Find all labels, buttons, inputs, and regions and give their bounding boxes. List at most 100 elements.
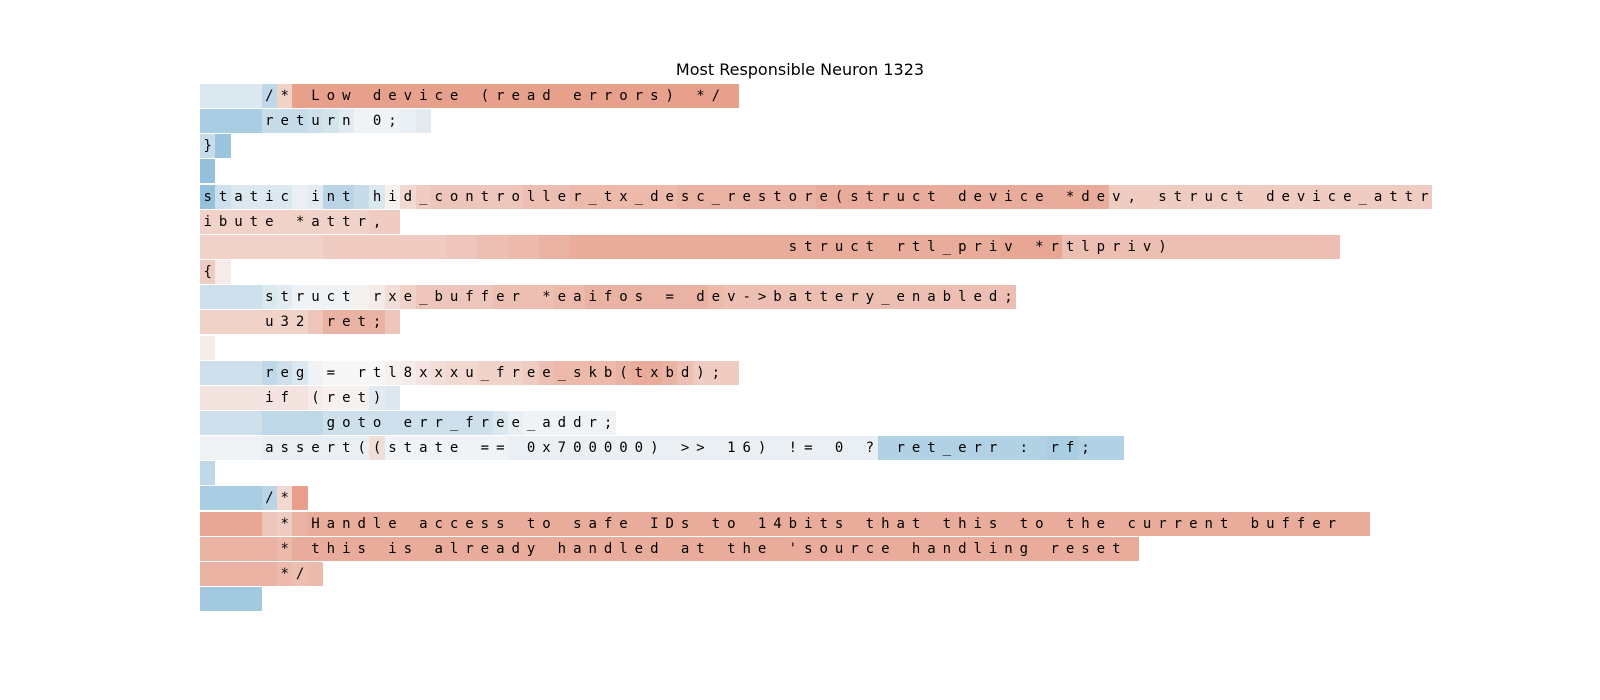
token-cell xyxy=(384,234,401,259)
token-cell: u xyxy=(446,285,462,310)
token-cell: o xyxy=(323,84,339,108)
token-cell: o xyxy=(1031,511,1047,536)
token-cell: o xyxy=(338,410,354,435)
token-cell: * xyxy=(277,561,293,586)
token-cell xyxy=(1185,234,1201,259)
token-cell xyxy=(692,511,709,536)
token-cell xyxy=(200,285,216,310)
token-cell: k xyxy=(585,360,601,385)
token-cell xyxy=(369,234,385,259)
token-cell xyxy=(292,536,308,561)
token-cell: d xyxy=(677,360,693,385)
token-cell: i xyxy=(338,536,354,561)
token-cell: e xyxy=(631,536,647,561)
token-cell: p xyxy=(954,234,970,259)
token-cell: s xyxy=(1154,184,1171,209)
token-cell: _ xyxy=(631,184,647,209)
token-cell: x xyxy=(446,360,462,385)
token-cell: e xyxy=(877,536,893,561)
token-cell xyxy=(1016,234,1032,259)
token-cell: s xyxy=(754,184,770,209)
token-cell: 6 xyxy=(739,436,755,461)
token-cell: d xyxy=(646,536,662,561)
token-cell: r xyxy=(492,184,508,209)
token-cell: u xyxy=(1201,184,1217,209)
token-cell: _ xyxy=(477,360,493,385)
token-cell: t xyxy=(277,285,293,310)
token-cell xyxy=(292,410,308,435)
token-cell xyxy=(246,561,262,586)
token-cell: s xyxy=(492,511,508,536)
token-cell xyxy=(338,360,354,385)
token-cell xyxy=(631,234,647,259)
token-cell xyxy=(461,84,478,108)
token-cell xyxy=(200,310,216,335)
token-cell: L xyxy=(307,84,324,108)
token-cell: a xyxy=(431,536,447,561)
token-cell: ; xyxy=(708,360,724,385)
token-cell xyxy=(554,234,570,259)
token-cell xyxy=(230,410,247,435)
token-cell: ) xyxy=(369,385,385,410)
token-cell xyxy=(523,234,539,259)
token-cell: t xyxy=(246,209,262,234)
token-cell: _ xyxy=(708,184,724,209)
token-cell: e xyxy=(662,184,678,209)
token-cell: t xyxy=(523,511,539,536)
token-cell xyxy=(307,234,324,259)
token-cell xyxy=(215,109,231,134)
token-cell xyxy=(1355,511,1371,536)
token-cell: i xyxy=(985,234,1001,259)
token-cell xyxy=(554,511,570,536)
token-cell xyxy=(277,410,293,435)
token-cell: s xyxy=(569,360,585,385)
token-cell: c xyxy=(323,285,339,310)
token-cell: ' xyxy=(785,536,801,561)
token-cell xyxy=(246,587,262,611)
token-cell xyxy=(261,536,277,561)
token-cell: f xyxy=(600,285,616,310)
token-cell xyxy=(384,209,401,234)
token-cell: a xyxy=(492,536,508,561)
token-cell: * xyxy=(538,285,555,310)
token-cell: e xyxy=(1093,511,1109,536)
token-cell: r xyxy=(1185,184,1201,209)
token-cell xyxy=(461,436,478,461)
token-cell: f xyxy=(1293,511,1309,536)
token-cell xyxy=(230,234,247,259)
token-cell xyxy=(354,234,370,259)
token-cell: * xyxy=(277,536,293,561)
token-cell: t xyxy=(862,511,878,536)
token-cell: ) xyxy=(754,436,770,461)
token-cell xyxy=(215,436,231,461)
token-cell: x xyxy=(415,360,431,385)
token-cell xyxy=(1231,511,1248,536)
token-cell: s xyxy=(277,436,293,461)
token-cell xyxy=(723,234,739,259)
token-cell xyxy=(754,234,770,259)
token-cell: * xyxy=(1062,184,1078,209)
token-cell xyxy=(846,511,863,536)
token-cell: * xyxy=(292,209,308,234)
token-cell xyxy=(354,109,370,134)
token-cell xyxy=(1247,234,1263,259)
token-cell: r xyxy=(323,310,339,335)
token-cell: t xyxy=(400,436,416,461)
token-cell: e xyxy=(461,511,478,536)
token-cell: e xyxy=(508,410,524,435)
token-cell: ) xyxy=(646,436,662,461)
token-cell: e xyxy=(816,184,832,209)
token-cell: e xyxy=(754,536,770,561)
token-cell xyxy=(215,84,231,108)
token-cell: d xyxy=(600,536,616,561)
token-cell xyxy=(200,486,216,511)
token-cell xyxy=(215,536,231,561)
token-cell: s xyxy=(569,511,585,536)
token-cell xyxy=(646,234,662,259)
token-cell: a xyxy=(261,436,277,461)
token-cell: a xyxy=(307,209,324,234)
token-cell: u xyxy=(261,310,277,335)
token-cell: r xyxy=(1047,234,1063,259)
token-cell: o xyxy=(538,511,555,536)
token-cell: v xyxy=(1000,234,1017,259)
